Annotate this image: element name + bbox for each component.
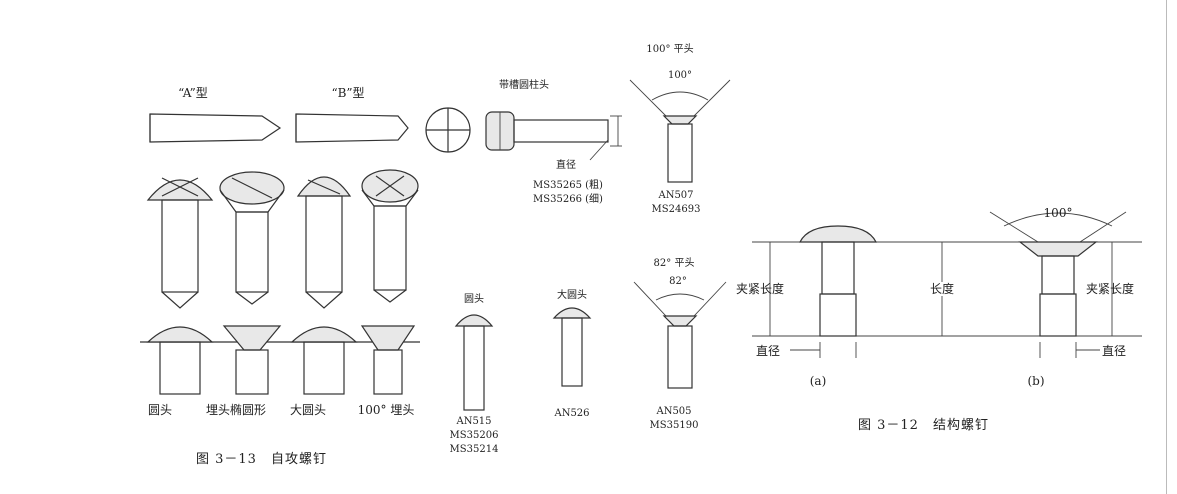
flat-100-code-1: AN507 (658, 190, 694, 201)
round-code-2: MS35206 (449, 430, 499, 441)
grip-length-right-label: 夹紧长度 (1086, 282, 1135, 296)
flat-82-code-2: MS35190 (649, 420, 699, 431)
big-round-code-1: AN526 (554, 408, 590, 419)
fillister-diameter-label: 直径 (556, 160, 576, 171)
flat-100-title: 100° 平头 (646, 44, 694, 55)
big-round-head-screw (552, 307, 592, 387)
big-round-head-title: 大圆头 (557, 290, 587, 301)
round-code-3: MS35214 (449, 444, 499, 455)
subfigure-a-label: (a) (809, 374, 827, 388)
flat-100-code-2: MS24693 (651, 204, 701, 215)
flat-head-82-screw (633, 281, 727, 389)
fillister-code-1: MS35265 (粗) (533, 180, 603, 191)
fillister-head-title: 带槽圆柱头 (499, 80, 549, 91)
fillister-head-screw-side (485, 111, 622, 161)
page-edge-line (1166, 0, 1167, 494)
flat-head-100-screw (629, 79, 731, 183)
flat-82-code-1: AN505 (656, 406, 692, 417)
type-a-screw-drawing (149, 113, 282, 143)
figure-3-13-caption: 图 3－13 自攻螺钉 (196, 452, 327, 467)
round-code-1: AN515 (456, 416, 492, 427)
structural-screw-a (799, 225, 877, 337)
type-b-screw-drawing (295, 113, 409, 143)
structural-screw-b (989, 211, 1127, 337)
head-label-round: 圆头 (147, 403, 173, 417)
head-label-countersunk: 100° 埋头 (357, 403, 415, 417)
figure-3-12-caption: 图 3－12 结构螺钉 (858, 418, 989, 433)
flat-82-angle: 82° (669, 276, 687, 287)
fillister-code-2: MS35266 (细) (533, 194, 603, 205)
dimension-lines (769, 242, 1113, 358)
flat-100-angle: 100° (667, 70, 693, 81)
big-round-head-tapping-screw (296, 176, 352, 309)
subfigure-b-label: (b) (1027, 374, 1045, 388)
type-b-label: “B”型 (331, 86, 365, 100)
flat-82-title: 82° 平头 (653, 258, 695, 269)
diameter-right-label: 直径 (1102, 344, 1127, 358)
diameter-left-label: 直径 (756, 344, 781, 358)
type-a-label: “A”型 (178, 86, 208, 100)
fillister-head-end-view (425, 107, 471, 153)
head-label-big-round: 大圆头 (289, 403, 327, 417)
head-label-oval: 埋头椭圆形 (205, 403, 267, 417)
round-head-tapping-screw (146, 177, 214, 309)
length-label: 长度 (929, 282, 955, 296)
round-head-title: 圆头 (464, 294, 484, 305)
oval-countersunk-tapping-screw (219, 171, 285, 305)
round-head-screw (454, 314, 494, 411)
countersunk-100-tapping-screw (361, 169, 419, 303)
grip-length-left-label: 夹紧长度 (736, 282, 785, 296)
structural-angle-label: 100° (1043, 206, 1073, 220)
installed-tapping-screws (146, 325, 416, 395)
